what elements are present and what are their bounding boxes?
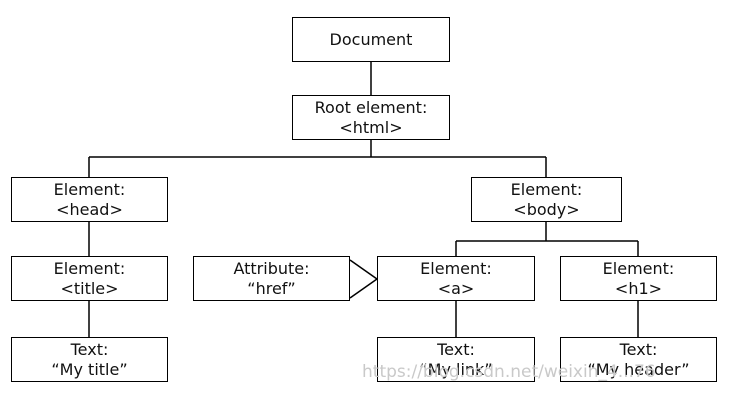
edge-attr-h2 [349,278,378,299]
node-document: Document [292,17,450,62]
node-h1-tag: <h1> [614,278,663,298]
node-a-tag: <a> [437,278,475,298]
node-root-label: Root element: [314,97,428,117]
node-head-element: Element: <head> [11,177,168,222]
edge-attr-h1 [349,259,378,280]
node-a-element: Element: <a> [377,256,535,301]
node-title-label: Element: [53,258,126,278]
node-h1-label: Element: [602,258,675,278]
node-attribute-value: “href” [247,278,296,298]
node-text-link: Text: “My link” [377,337,535,382]
node-attribute-href: Attribute: “href” [193,256,350,301]
node-title-element: Element: <title> [11,256,168,301]
node-document-label: Document [329,29,413,49]
node-text-title: Text: “My title” [11,337,168,382]
node-body-label: Element: [510,179,583,199]
node-root-element: Root element: <html> [292,95,450,140]
node-h1-element: Element: <h1> [560,256,717,301]
node-root-tag: <html> [339,117,403,137]
node-text-header: Text: “My header” [560,337,717,382]
node-head-tag: <head> [56,199,123,219]
node-attribute-label: Attribute: [233,258,310,278]
node-text-title-label: Text: [70,339,109,359]
node-text-title-value: “My title” [51,359,128,379]
node-text-link-label: Text: [437,339,475,359]
node-head-label: Element: [53,179,126,199]
node-body-element: Element: <body> [471,177,622,222]
node-text-header-label: Text: [619,339,658,359]
node-text-link-value: “My link” [419,359,493,379]
node-a-label: Element: [420,258,492,278]
node-text-header-value: “My header” [587,359,690,379]
node-title-tag: <title> [60,278,119,298]
node-body-tag: <body> [513,199,580,219]
